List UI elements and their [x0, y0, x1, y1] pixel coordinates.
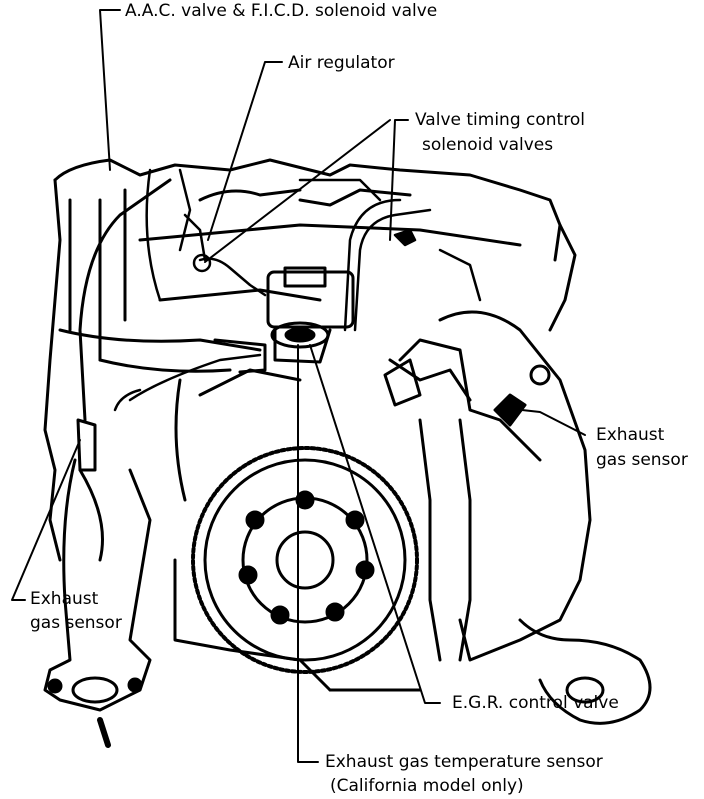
label-exhaust-right-line2: gas sensor	[596, 450, 688, 470]
engine-block	[43, 158, 577, 692]
leader-exhaust-temp	[297, 344, 319, 763]
egr-valve-body	[213, 266, 355, 374]
label-air-regulator: Air regulator	[288, 53, 395, 73]
label-exhaust-left-line2: gas sensor	[30, 613, 122, 633]
label-vtc-line2: solenoid valves	[422, 135, 554, 155]
label-egr-valve: E.G.R. control valve	[452, 693, 619, 713]
label-vtc-line1: Valve timing control	[415, 110, 585, 130]
label-exhaust-right-line1: Exhaust	[596, 425, 665, 445]
leader-lines	[11, 9, 586, 763]
leader-exhaust-left	[11, 439, 81, 601]
leader-aac	[99, 9, 121, 171]
label-exhaust-temp-line1: Exhaust gas temperature sensor	[325, 752, 603, 772]
left-exhaust-manifold	[43, 178, 172, 748]
label-exhaust-left-line1: Exhaust	[30, 589, 99, 609]
leader-exhaust-right	[521, 409, 586, 436]
right-exhaust-manifold	[383, 310, 652, 725]
leader-air-regulator	[207, 61, 283, 241]
label-exhaust-temp-line2: (California model only)	[330, 776, 524, 796]
leader-vtc-2	[204, 119, 391, 263]
flywheel	[191, 446, 419, 674]
label-aac-valve: A.A.C. valve & F.I.C.D. solenoid valve	[125, 1, 438, 21]
leader-vtc	[389, 119, 409, 241]
leader-egr	[309, 344, 441, 704]
